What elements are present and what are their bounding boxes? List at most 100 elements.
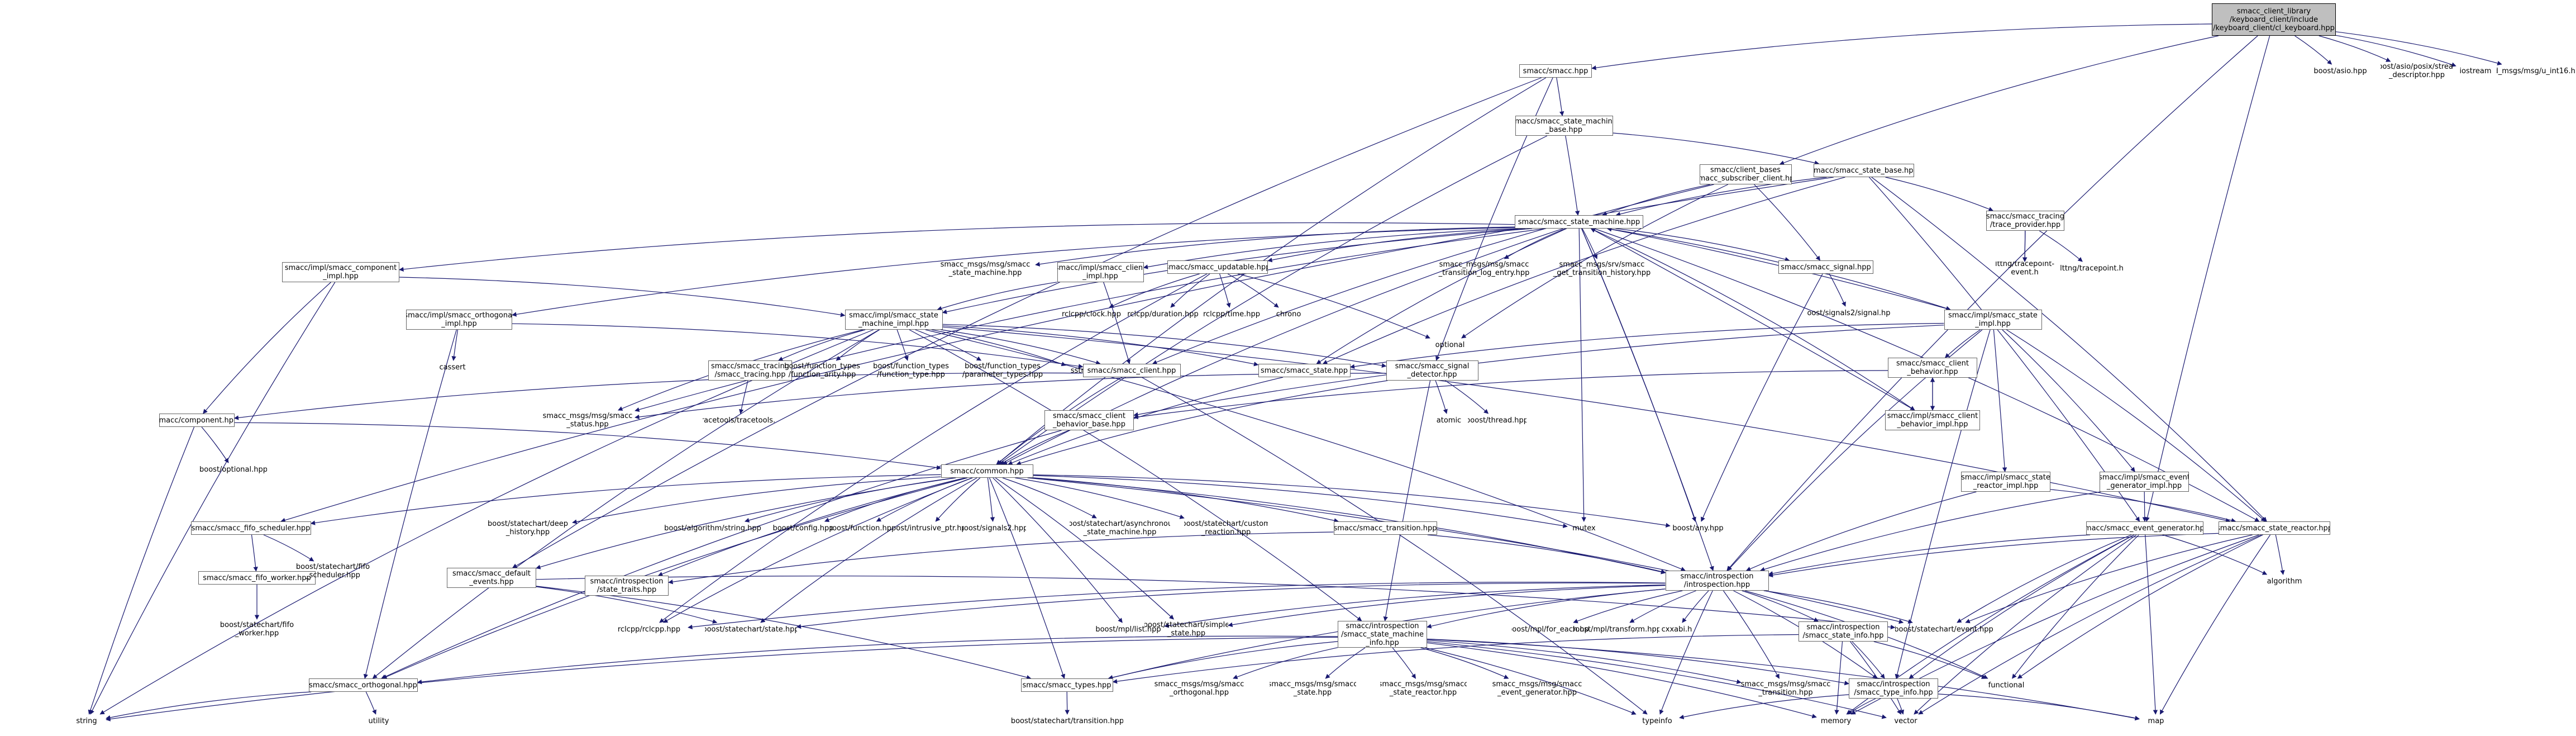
node-common[interactable]: smacc/common.hpp: [941, 464, 1033, 478]
node-smbase[interactable]: smacc/smacc_state_machine _base.hpp: [1515, 116, 1613, 136]
edge-sig_detector-to-atomic: [1435, 380, 1448, 414]
edge-subscriber-to-signal: [1754, 184, 1821, 261]
node-evgen_impl[interactable]: smacc/impl/smacc_event _generator_impl.h…: [2100, 472, 2189, 492]
edge-sm_info-to-msg_reactor: [1392, 647, 1416, 679]
edge-evgen_impl-to-introspection: [1759, 491, 2101, 572]
edge-subscriber-to-sm: [1602, 184, 1711, 216]
node-duration: rclcpp/duration.hpp: [1127, 310, 1199, 319]
node-client_beh_impl[interactable]: smacc/impl/smacc_client _behavior_impl.h…: [1885, 410, 1980, 430]
node-state_info[interactable]: smacc/introspection /smacc_state_info.hp…: [1799, 621, 1888, 642]
node-orthogonal[interactable]: smacc/smacc_orthogonal.hpp: [308, 678, 418, 692]
node-component[interactable]: smacc/component.hpp: [159, 414, 235, 427]
node-reactor_impl[interactable]: smacc/impl/smacc_state _reactor_impl.hpp: [1961, 472, 2050, 492]
node-sm[interactable]: smacc/smacc_state_machine.hpp: [1515, 215, 1643, 229]
edge-introspection-to-cxxabi: [1682, 590, 1709, 623]
node-sm_info[interactable]: smacc/introspection /smacc_state_machine…: [1338, 621, 1427, 648]
edge-sm_info-to-string: [106, 637, 1338, 721]
node-client_beh_base[interactable]: smacc/smacc_client _behavior_base.hpp: [1044, 410, 1134, 430]
edge-state_impl-to-state: [1349, 322, 1944, 369]
node-deep_hist: boost/statechart/deep _history.hpp: [487, 520, 568, 536]
node-client_beh[interactable]: smacc/smacc_client _behavior.hpp: [1888, 358, 1977, 378]
edge-updatable-to-clock: [1109, 273, 1200, 308]
node-transition[interactable]: smacc/smacc_transition.hpp: [1333, 521, 1437, 535]
node-subscriber[interactable]: smacc/client_bases /smacc_subscriber_cli…: [1699, 164, 1792, 184]
node-root[interactable]: smacc_client_library /keyboard_client/in…: [2212, 3, 2336, 36]
edge-tracing-to-tracepoint: [739, 380, 748, 414]
node-vector: vector: [1894, 716, 1917, 725]
edge-comp_impl-to-component: [203, 282, 331, 414]
edge-orthogonal-to-utility: [365, 691, 376, 715]
edge-sm_impl-to-client: [941, 329, 1101, 365]
node-sm_impl[interactable]: smacc/impl/smacc_state _machine_impl.hpp: [845, 310, 943, 330]
edge-sm-to-introspection: [1581, 228, 1714, 571]
node-default_events[interactable]: smacc/smacc_default _events.hpp: [447, 568, 536, 588]
node-tracing[interactable]: smacc/smacc_tracing /smacc_tracing.hpp: [708, 360, 792, 381]
node-state_traits[interactable]: smacc/introspection /state_traits.hpp: [585, 576, 669, 596]
edge-sm_impl-to-state: [942, 325, 1259, 367]
edge-sm-to-client_impl: [1143, 228, 1515, 269]
edge-orth_impl-to-orthogonal: [363, 329, 457, 679]
edge-smacc-to-smbase: [1556, 77, 1564, 116]
node-state[interactable]: smacc/smacc_state.hpp: [1258, 364, 1351, 377]
node-client_impl[interactable]: smacc/impl/smacc_client _impl.hpp: [1057, 262, 1144, 282]
edge-signal-to-any: [1701, 273, 1823, 522]
node-smacc[interactable]: smacc/smacc.hpp: [1519, 64, 1592, 78]
node-fifo_worker[interactable]: smacc/smacc_fifo_worker.hpp: [198, 571, 316, 585]
node-config: boost/config.hpp: [772, 524, 834, 533]
node-rclcpp: rclcpp/rclcpp.hpp: [617, 625, 681, 634]
node-introspection[interactable]: smacc/introspection /introspection.hpp: [1665, 571, 1769, 591]
edge-subscriber-to-client: [1152, 184, 1714, 365]
edge-smbase-to-sm: [1565, 135, 1580, 216]
node-sig_detector[interactable]: smacc/smacc_signal _detector.hpp: [1386, 360, 1478, 381]
edge-common-to-intrusive: [935, 477, 981, 522]
node-async_sm: boost/statechart/asynchronous _state_mac…: [1070, 520, 1170, 536]
node-msg_sm: smacc_msgs/msg/smacc _state_machine.hpp: [940, 260, 1031, 277]
edge-introspection-to-mpl_list: [1164, 585, 1666, 628]
edge-reactor_impl-to-introspection: [1745, 491, 1977, 571]
edge-statebase-to-state_reactor: [1871, 177, 2267, 522]
node-functional: functional: [1988, 681, 2025, 690]
node-algorithm: algorithm: [2267, 577, 2302, 586]
node-signal[interactable]: smacc/smacc_signal.hpp: [1778, 260, 1873, 274]
edge-state_reactor-to-sc_event: [1965, 534, 2253, 624]
node-type_info[interactable]: smacc/introspection /smacc_type_info.hpp: [1849, 678, 1938, 699]
node-thread: boost/thread.hpp: [1467, 416, 1526, 425]
edge-introspection-to-sc_state: [796, 582, 1666, 629]
edge-statebase-to-event_gen: [1868, 177, 2140, 522]
edge-common-to-any: [1033, 474, 1671, 528]
edge-state_reactor-to-vector: [1918, 534, 2262, 715]
edge-state_reactor-to-map: [2159, 534, 2271, 715]
edge-signal-to-signals2sig: [1829, 273, 1846, 307]
node-orth_impl[interactable]: smacc/impl/smacc_orthogonal _impl.hpp: [406, 310, 512, 330]
edge-type_info-to-memory: [1847, 698, 1876, 715]
edge-sm_impl-to-string: [99, 329, 874, 715]
node-msg_orth: smacc_msgs/msg/smacc _orthogonal.hpp: [1154, 680, 1244, 697]
edge-common-to-signals2: [987, 477, 995, 522]
node-updatable[interactable]: smacc/smacc_updatable.hpp: [1167, 260, 1268, 274]
node-statebase[interactable]: smacc/smacc_state_base.hpp: [1814, 164, 1914, 177]
node-state_impl[interactable]: smacc/impl/smacc_state _impl.hpp: [1944, 310, 2042, 330]
node-signals2: boost/signals2.hpp: [961, 524, 1026, 533]
node-state_reactor[interactable]: smacc/smacc_state_reactor.hpp: [2219, 521, 2330, 535]
edge-component-to-optional_hpp: [201, 426, 229, 463]
edge-root-to-iostream: [2335, 35, 2456, 67]
node-mutex: mutex: [1572, 524, 1596, 533]
node-event_gen[interactable]: smacc/smacc_event_generator.hpp: [2086, 521, 2203, 535]
edge-sm-to-orth_impl: [512, 227, 1515, 317]
edge-orth_impl-to-client: [512, 323, 1084, 369]
edge-orthogonal-to-string: [106, 691, 312, 720]
node-ttp: lttng/tracepoint.h: [2060, 264, 2124, 273]
node-sc_transition: boost/statechart/transition.hpp: [1012, 716, 1123, 725]
edge-common-to-orthogonal: [382, 477, 968, 679]
node-comp_impl[interactable]: smacc/impl/smacc_component _impl.hpp: [282, 262, 399, 282]
node-tracing_prov[interactable]: smacc/smacc_tracing /trace_provider.hpp: [1986, 211, 2064, 231]
edge-sm_info-to-msg_state: [1325, 647, 1366, 679]
edge-client_beh-to-client_beh_base: [1133, 370, 1888, 420]
node-chrono: chrono: [1276, 310, 1301, 319]
node-fifo_sched[interactable]: smacc/smacc_fifo_scheduler.hpp: [190, 521, 311, 535]
node-client[interactable]: smacc/smacc_client.hpp: [1082, 364, 1181, 377]
node-types[interactable]: smacc/smacc_types.hpp: [1020, 678, 1113, 692]
edge-state_reactor-to-introspection: [1768, 533, 2219, 578]
edge-sm-to-updatable: [1267, 228, 1526, 263]
